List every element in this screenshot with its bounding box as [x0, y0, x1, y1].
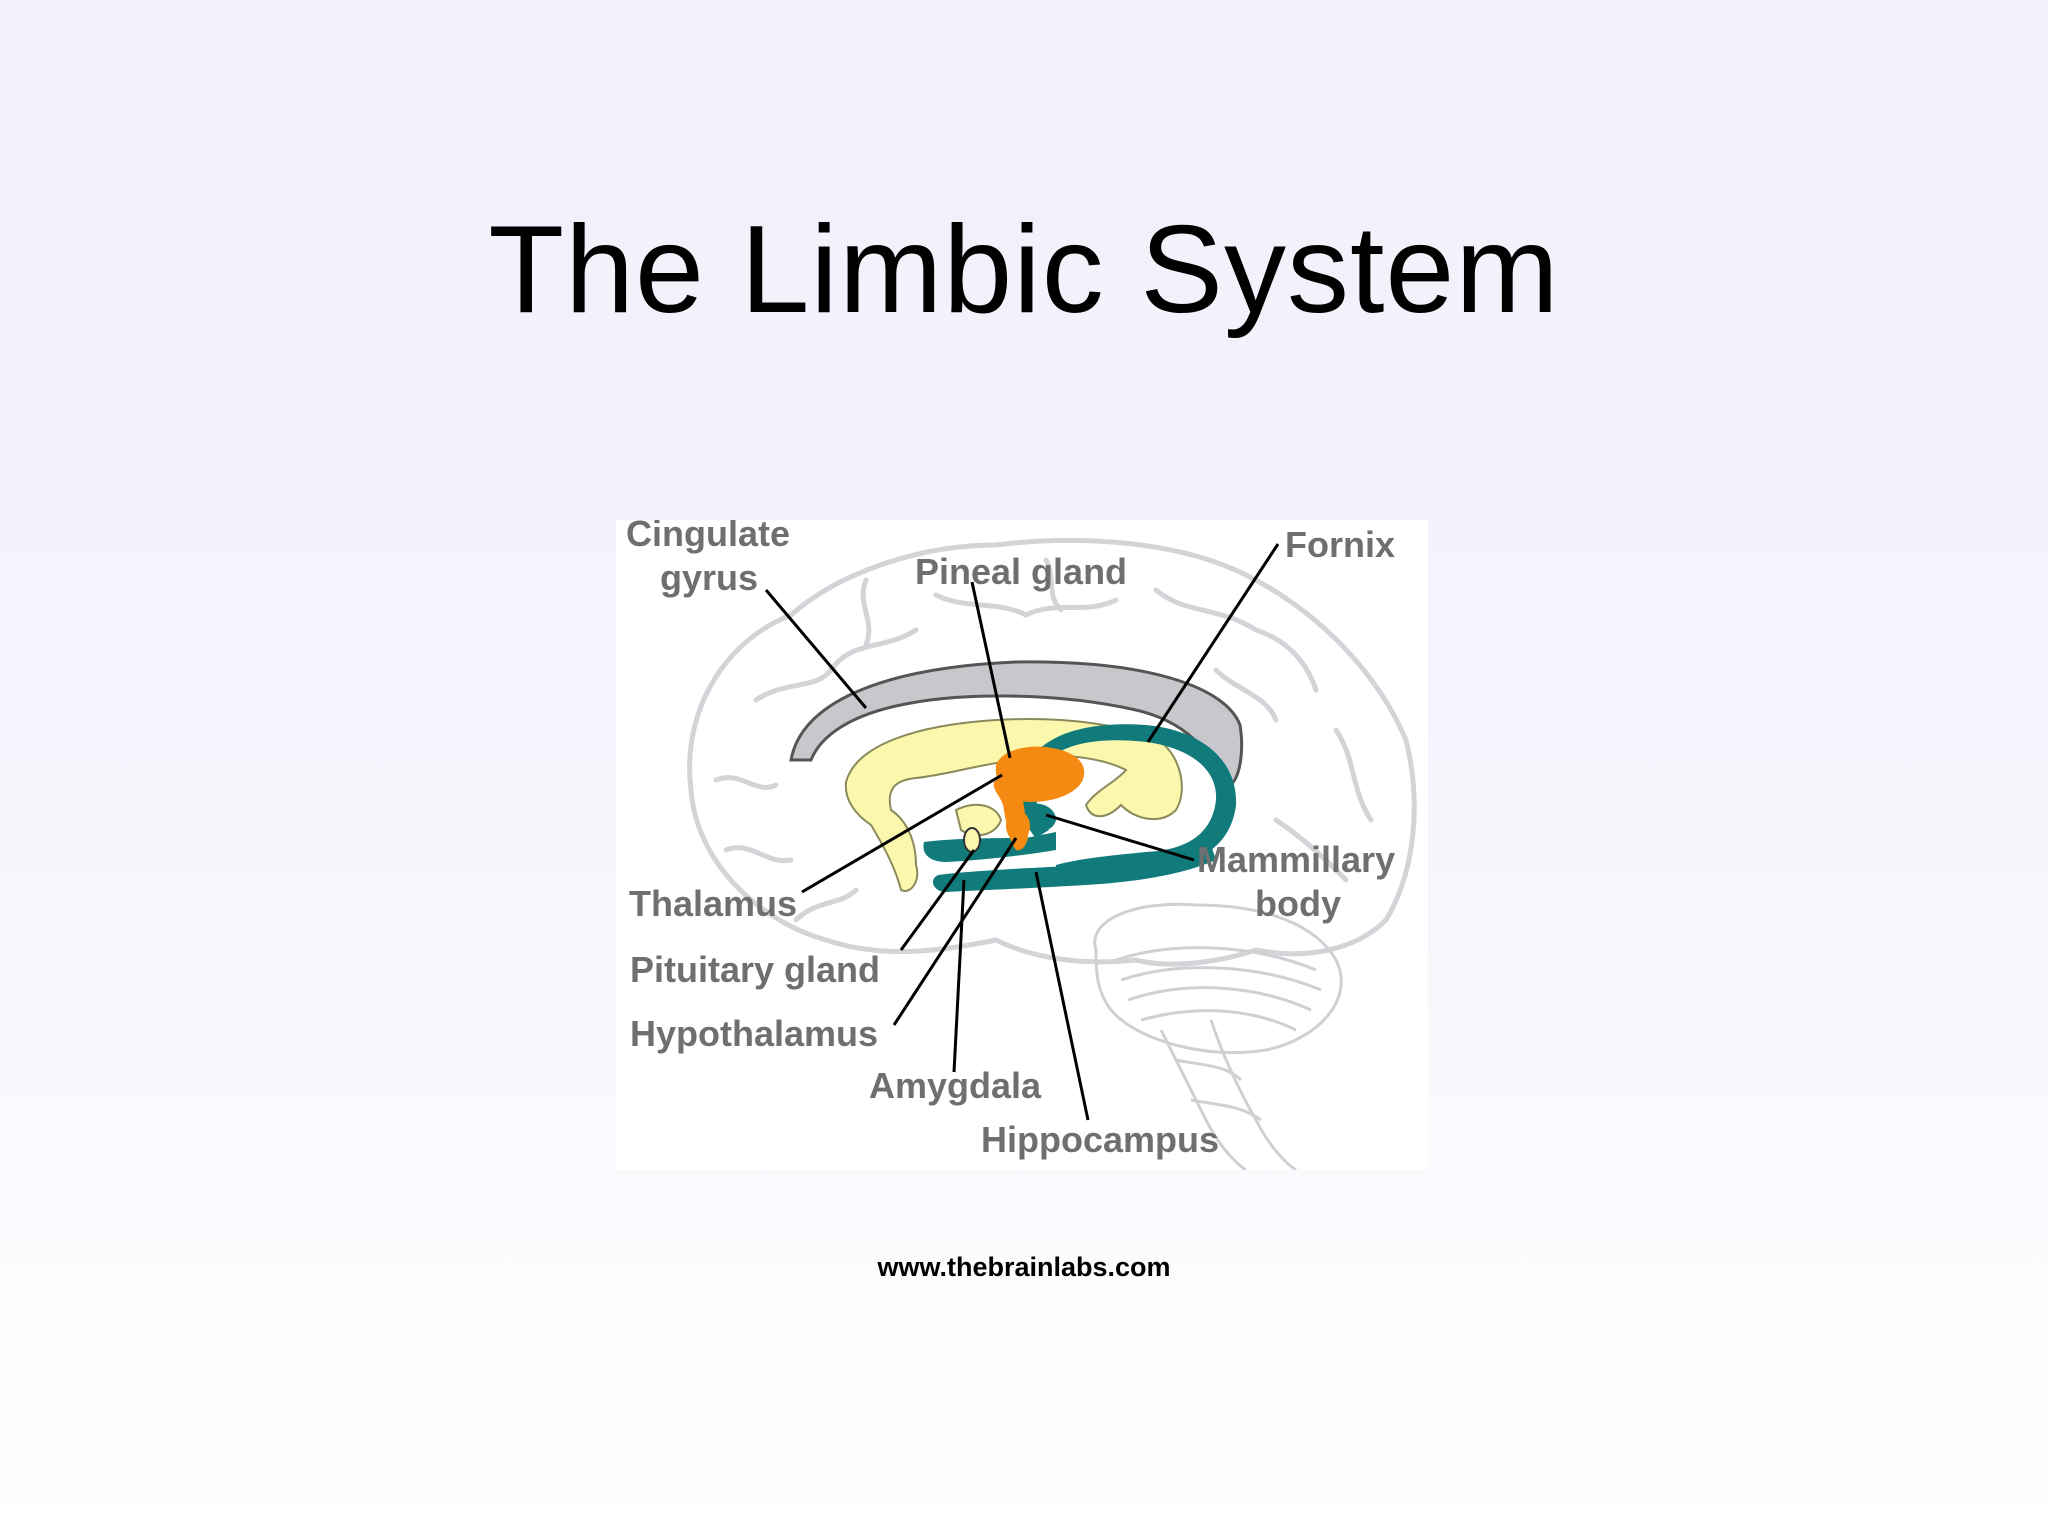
- label-pineal-gland: Pineal gland: [915, 551, 1127, 592]
- cerebellum: [1093, 902, 1343, 1055]
- label-thalamus: Thalamus: [629, 883, 797, 924]
- brainstem: [1159, 1019, 1297, 1170]
- label-mammillary-body-line1: Mammillary: [1197, 839, 1395, 880]
- leader-lines: [764, 543, 1280, 1121]
- label-cingulate-gyrus-line2: gyrus: [660, 557, 758, 598]
- brain-outline: [687, 537, 1417, 967]
- source-url: www.thebrainlabs.com: [877, 1252, 1171, 1282]
- label-pituitary-gland: Pituitary gland: [630, 949, 880, 990]
- slide-title: The Limbic System: [488, 201, 1560, 339]
- label-amygdala: Amygdala: [869, 1065, 1042, 1106]
- label-hippocampus: Hippocampus: [981, 1119, 1219, 1160]
- limbic-system-diagram: Cingulate gyrus Pineal gland Fornix Thal…: [616, 520, 1428, 1170]
- thalamus-shape: [963, 746, 1085, 853]
- label-cingulate-gyrus-line1: Cingulate: [626, 520, 790, 554]
- label-hypothalamus: Hypothalamus: [630, 1013, 878, 1054]
- label-fornix: Fornix: [1285, 524, 1395, 565]
- label-mammillary-body-line2: body: [1255, 883, 1341, 924]
- mammillary-region-shape: [954, 803, 1003, 837]
- brain-illustration: Cingulate gyrus Pineal gland Fornix Thal…: [626, 520, 1417, 1170]
